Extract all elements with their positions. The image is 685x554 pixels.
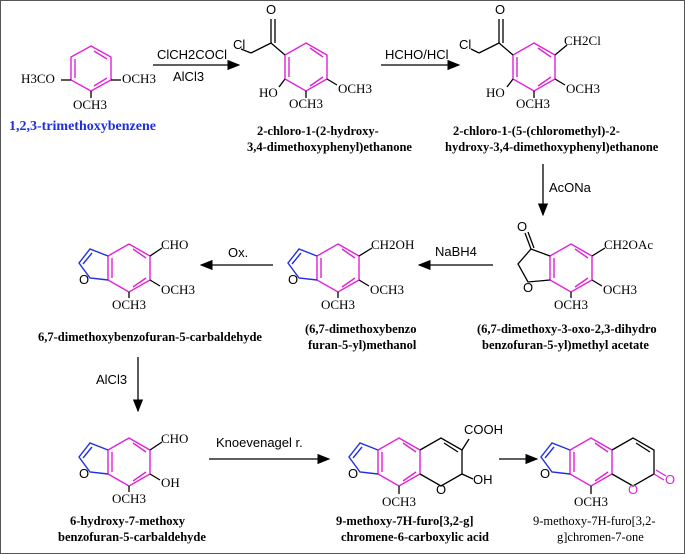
compound-7-name-2: benzofuran-5-carbaldehyde (58, 530, 206, 544)
reagent-1a: ClCH2COCl (157, 47, 227, 62)
benzene-ring (549, 243, 593, 293)
label-och3-a: OCH3 (161, 282, 195, 297)
label-o-ring: O (79, 466, 89, 481)
label-oxo: O (517, 219, 527, 234)
label-och3-b: OCH3 (554, 297, 588, 312)
compound-9-name-2: g]chromen-7-one (557, 530, 644, 544)
label-och3-a: OCH3 (566, 81, 600, 96)
label-och3-a: OCH3 (338, 81, 372, 96)
label-och3-b: OCH3 (321, 297, 355, 312)
label-och3-b: OCH3 (112, 297, 146, 312)
benzene-ring (512, 42, 556, 92)
compound-3-name-2: hydroxy-3,4-dimethoxyphenyl)ethanone (445, 140, 659, 154)
arrow-step-3: AcONa (537, 164, 592, 217)
label-o-ring: O (79, 272, 89, 287)
arrow-step-6: AlCl3 (96, 357, 144, 413)
compound-1-name: 1,2,3-trimethoxybenzene (9, 119, 156, 134)
label-ch2oac: CH2OAc (604, 237, 653, 252)
label-cho: CHO (161, 431, 188, 446)
label-cl: Cl (233, 37, 245, 52)
benzene-ring (377, 437, 421, 487)
label-ho: HO (486, 85, 505, 100)
compound-4: O CH2OAc O OCH3 OCH3 (6,7-dimethoxy-3-ox… (477, 219, 657, 352)
compound-5-name-1: (6,7-dimethoxybenzo (305, 322, 416, 336)
arrow-step-2: HCHO/HCl (381, 47, 461, 71)
label-ch2cl: CH2Cl (564, 33, 601, 48)
compound-9-name-1: 9-methoxy-7H-furo[3,2- (533, 514, 656, 528)
label-o-ring: O (523, 280, 533, 295)
arrow-step-5: Ox. (199, 245, 273, 271)
label-och3-b: OCH3 (516, 96, 550, 111)
reagent-4: NaBH4 (435, 244, 477, 259)
benzene-ring (569, 437, 613, 487)
label-o-furan: O (348, 466, 358, 481)
arrow-step-4: NaBH4 (417, 244, 493, 271)
compound-8-name-1: 9-methoxy-7H-furo[3,2-g] (336, 514, 474, 528)
label-o-carbonyl: O (665, 472, 675, 487)
reagent-2: HCHO/HCl (385, 47, 449, 62)
reagent-6: AlCl3 (96, 372, 127, 387)
arrow-step-1: ClCH2COCl AlCl3 (153, 47, 241, 84)
label-o: O (266, 2, 276, 17)
label-oh: OH (473, 472, 493, 487)
compound-3-name-1: 2-chloro-1-(5-(chloromethyl)-2- (453, 124, 620, 138)
compound-7: CHO O OH OCH3 6-hydroxy-7-methoxy benzof… (58, 431, 206, 544)
label-o-pyran: O (436, 482, 446, 497)
compound-7-name-1: 6-hydroxy-7-methoxy (70, 514, 186, 528)
label-o-ring: O (288, 272, 298, 287)
compound-2-name-2: 3,4-dimethoxyphenyl)ethanone (247, 140, 412, 154)
label-och3-b: OCH3 (73, 97, 107, 112)
label-och3: OCH3 (382, 494, 416, 509)
label-och3-b: OCH3 (289, 96, 323, 111)
label-och3: OCH3 (112, 491, 146, 506)
label-och3-a: OCH3 (122, 71, 156, 86)
reagent-7: Knoevenagel r. (216, 435, 303, 450)
compound-5: CH2OH O OCH3 OCH3 (6,7-dimethoxybenzo fu… (287, 237, 417, 352)
compound-4-name-2: benzofuran-5-yl)methyl acetate (482, 338, 649, 352)
label-h3co: H3CO (21, 71, 55, 86)
compound-9: O O O OCH3 9-methoxy-7H-furo[3,2- g]chro… (533, 437, 675, 544)
label-o: O (495, 2, 505, 17)
label-oh: OH (161, 475, 180, 490)
label-cho: CHO (161, 237, 188, 252)
reagent-3: AcONa (549, 180, 592, 195)
reagent-5: Ox. (228, 245, 248, 260)
reagent-1b: AlCl3 (173, 69, 204, 84)
label-o-pyran: O (628, 482, 638, 497)
compound-3: O Cl CH2Cl HO OCH3 OCH3 2-chloro-1-(5-(c… (445, 2, 659, 154)
compound-2: O Cl HO OCH3 OCH3 2-chloro-1-(2-hydroxy-… (233, 2, 412, 154)
compound-8-name-2: chromene-6-carboxylic acid (341, 530, 489, 544)
benzene-ring (70, 45, 112, 92)
compound-6-name: 6,7-dimethoxybenzofuran-5-carbaldehyde (38, 330, 262, 344)
benzene-ring (316, 243, 360, 293)
benzene-ring (107, 437, 151, 487)
label-cl: Cl (459, 37, 471, 52)
label-och3-a: OCH3 (370, 282, 404, 297)
label-o-furan: O (540, 466, 550, 481)
compound-8: COOH O O OH OCH3 9-methoxy-7H-furo[3,2-g… (336, 422, 503, 544)
label-och3-a: OCH3 (603, 282, 637, 297)
benzene-ring (107, 243, 151, 293)
compound-5-name-2: furan-5-yl)methanol (308, 338, 417, 352)
compound-4-name-1: (6,7-dimethoxy-3-oxo-2,3-dihydro (477, 322, 657, 336)
compound-6: CHO O OCH3 OCH3 6,7-dimethoxybenzofuran-… (38, 237, 262, 344)
label-ho: HO (259, 85, 278, 100)
arrow-step-7: Knoevenagel r. (209, 435, 331, 465)
label-ch2oh: CH2OH (371, 237, 414, 252)
compound-2-name-1: 2-chloro-1-(2-hydroxy- (257, 124, 379, 138)
label-cooh: COOH (464, 422, 503, 437)
compound-1: H3CO OCH3 OCH3 1,2,3-trimethoxybenzene (9, 45, 156, 134)
label-och3: OCH3 (574, 494, 608, 509)
benzene-ring (284, 42, 328, 92)
